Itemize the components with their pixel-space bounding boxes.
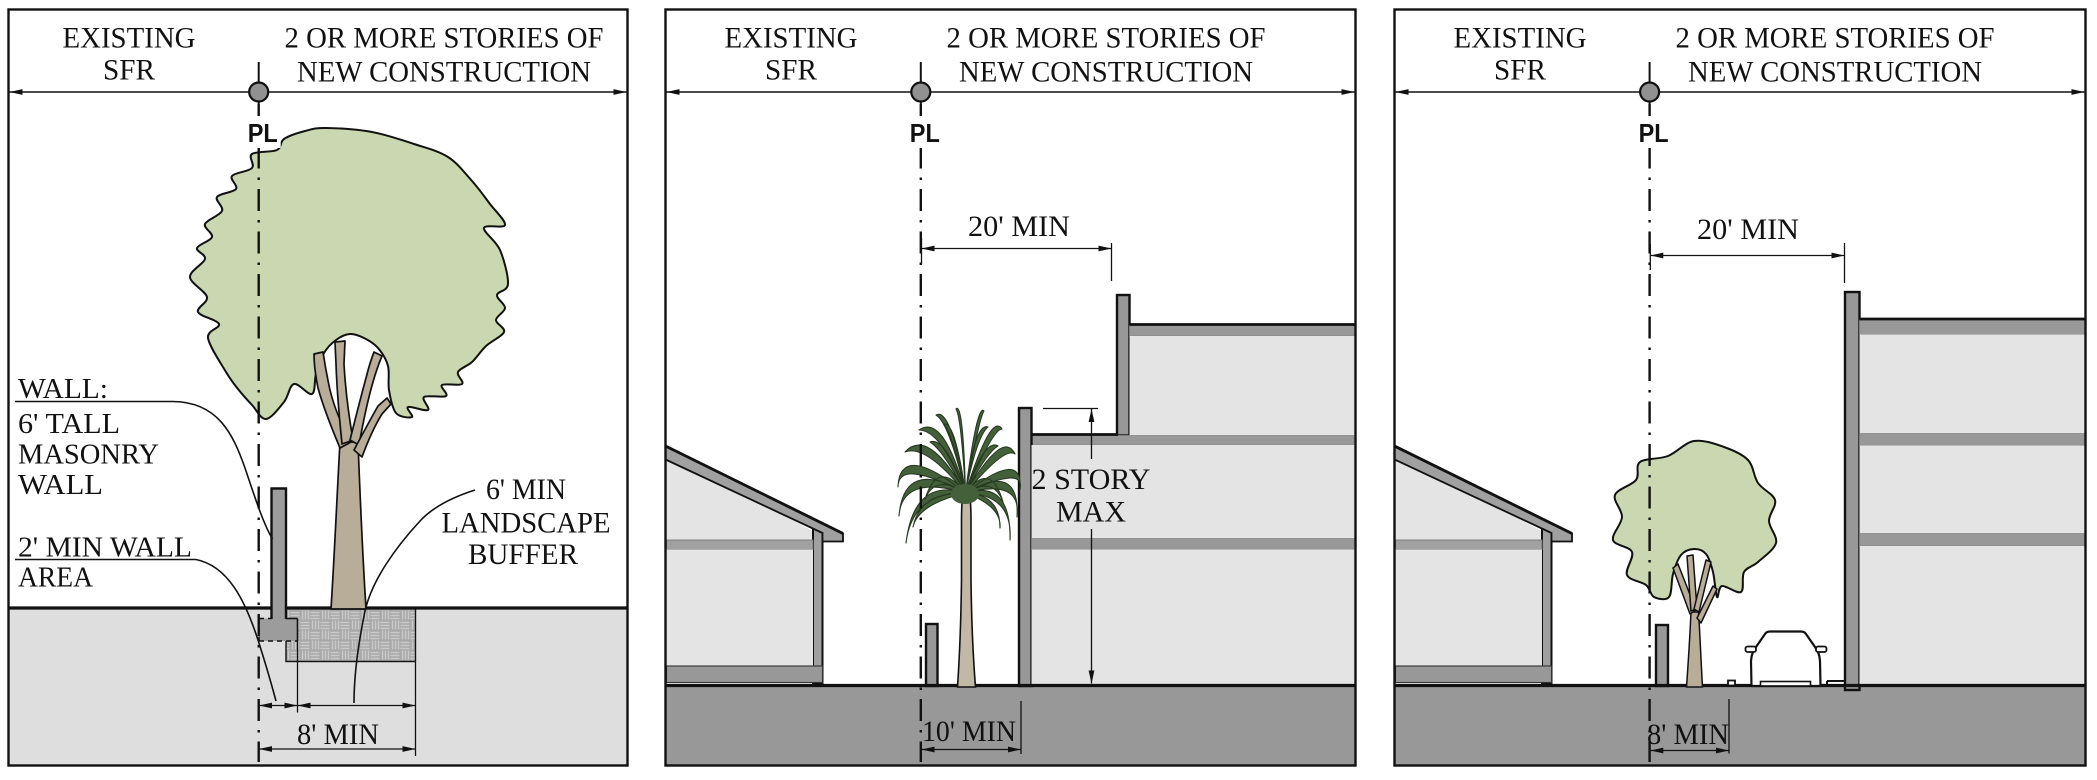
svg-text:SFR: SFR [765,54,817,87]
svg-text:NEW CONSTRUCTION: NEW CONSTRUCTION [959,56,1253,89]
svg-text:MASONRY: MASONRY [18,439,159,471]
svg-text:MAX: MAX [1056,496,1126,529]
svg-text:EXISTING: EXISTING [1454,22,1587,55]
svg-text:20' MIN: 20' MIN [1697,213,1799,246]
svg-text:SFR: SFR [1494,54,1546,87]
svg-text:6' MIN: 6' MIN [486,473,566,506]
svg-text:AREA: AREA [18,562,93,594]
svg-text:BUFFER: BUFFER [468,538,578,571]
svg-text:PL: PL [1639,118,1669,148]
svg-text:20' MIN: 20' MIN [968,210,1070,243]
svg-text:2 OR MORE STORIES OF: 2 OR MORE STORIES OF [1676,22,1995,55]
svg-text:2 STORY: 2 STORY [1032,463,1151,496]
svg-text:LANDSCAPE: LANDSCAPE [442,507,611,540]
svg-text:8' MIN: 8' MIN [1647,718,1729,751]
svg-text:6' TALL: 6' TALL [18,408,120,440]
svg-text:WALL:: WALL: [18,373,108,405]
svg-text:NEW CONSTRUCTION: NEW CONSTRUCTION [1688,56,1982,89]
svg-text:PL: PL [910,118,940,148]
svg-text:2 OR MORE STORIES OF: 2 OR MORE STORIES OF [947,22,1266,55]
svg-text:2' MIN WALL: 2' MIN WALL [18,532,192,564]
svg-text:WALL: WALL [18,469,103,501]
svg-text:PL: PL [248,118,278,148]
svg-text:2 OR MORE STORIES OF: 2 OR MORE STORIES OF [285,22,604,55]
svg-text:10' MIN: 10' MIN [922,715,1016,748]
svg-text:NEW CONSTRUCTION: NEW CONSTRUCTION [297,56,591,89]
svg-text:8' MIN: 8' MIN [297,718,379,751]
svg-text:EXISTING: EXISTING [725,22,858,55]
svg-text:EXISTING: EXISTING [63,22,196,55]
svg-text:SFR: SFR [103,54,155,87]
